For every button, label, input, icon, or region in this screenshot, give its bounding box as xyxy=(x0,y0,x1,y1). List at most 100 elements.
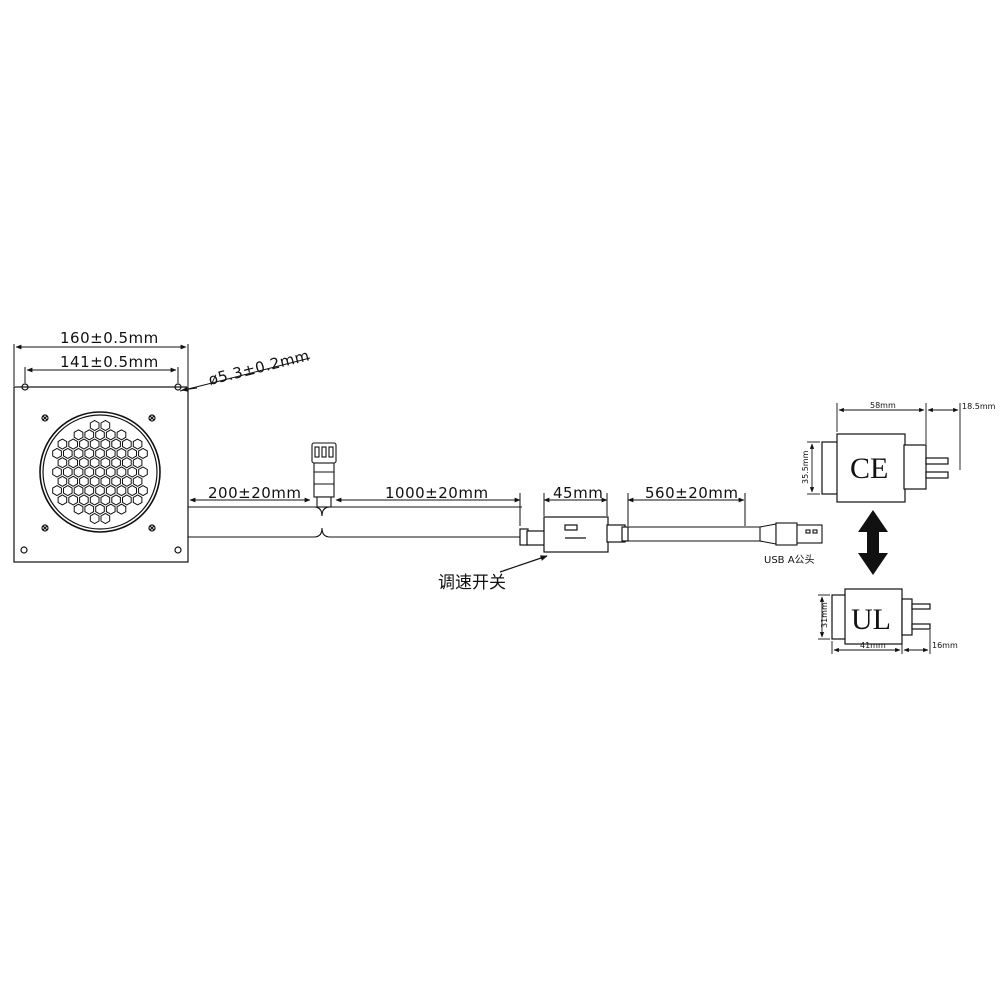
mount-hole-icon xyxy=(174,546,182,554)
grille-cell xyxy=(111,457,121,469)
grille-cell xyxy=(105,503,116,515)
grille-cell xyxy=(105,447,116,459)
grille-cell xyxy=(105,466,116,478)
fan-hole-diameter-label: ø5.3±0.2mm xyxy=(207,346,312,389)
ul-adapter-dimensions xyxy=(818,594,931,654)
grille-cell xyxy=(122,438,132,450)
grille-cell xyxy=(138,485,148,497)
speed-switch-icon xyxy=(499,516,629,573)
grille-cell xyxy=(100,494,111,506)
grille-cell xyxy=(105,485,116,497)
swap-arrow-icon xyxy=(858,510,888,575)
grille-cell xyxy=(57,438,68,450)
grille-cell xyxy=(52,447,62,459)
grille-cell xyxy=(68,475,78,487)
usb-label: USB A公头 xyxy=(764,554,815,566)
grille-cell xyxy=(57,494,68,506)
ce-width-label: 58mm xyxy=(870,401,896,410)
grille-cell xyxy=(89,512,100,525)
grille-cell xyxy=(68,438,78,450)
grille-cell xyxy=(100,438,111,450)
mount-hole-icon xyxy=(174,383,182,391)
grille-cell xyxy=(138,447,148,459)
grille-cell xyxy=(111,494,121,506)
switch-length-label: 45mm xyxy=(553,484,603,502)
mount-hole-icon xyxy=(21,383,29,391)
grille-cell xyxy=(122,457,132,469)
grille-cell xyxy=(79,438,89,450)
ce-adapter-icon xyxy=(821,433,949,503)
grille-cell xyxy=(116,429,127,441)
grille-cell xyxy=(132,475,143,487)
grille-cell xyxy=(116,466,127,478)
ul-pin-label: 16mm xyxy=(932,641,958,650)
grille-cell xyxy=(100,457,111,469)
grille-cell xyxy=(89,457,100,469)
grille-cell xyxy=(73,447,84,459)
grille-cell xyxy=(122,475,132,487)
grille-cell xyxy=(84,447,95,459)
grille-cell xyxy=(63,485,73,497)
ce-height-label: 35.5mm xyxy=(801,450,810,484)
cable xyxy=(188,506,760,542)
mount-hole-icon xyxy=(20,546,28,554)
grille-cell xyxy=(57,475,68,487)
grille-cell xyxy=(63,447,73,459)
grille-cell xyxy=(79,457,89,469)
fan-grille-rim xyxy=(39,411,161,533)
fan-hole-pitch-label: 141±0.5mm xyxy=(60,353,159,371)
grille-cell xyxy=(52,466,62,478)
grille-cell xyxy=(89,438,100,450)
grille-cell xyxy=(89,475,100,487)
grille-cell xyxy=(79,494,89,506)
grille-cell xyxy=(111,475,121,487)
speed-switch-label: 调速开关 xyxy=(438,573,506,593)
grille-cell xyxy=(105,429,116,441)
grille-cell xyxy=(84,429,95,441)
ul-width-label: 41mm xyxy=(860,641,886,650)
ul-mark: UL xyxy=(851,603,891,636)
grille-cell xyxy=(132,457,143,469)
ce-adapter-dimensions xyxy=(807,403,961,495)
grille-cell xyxy=(116,503,127,515)
grille-cell xyxy=(100,512,111,525)
ce-mark: CE xyxy=(850,452,888,485)
usb-plug-icon xyxy=(759,522,823,546)
fan-unit xyxy=(13,383,189,563)
ul-height-label: 31mm xyxy=(820,602,829,628)
grille-cell xyxy=(95,503,105,515)
grille-cell xyxy=(73,429,84,441)
ul-adapter-icon xyxy=(831,588,931,645)
grille-cell xyxy=(84,485,95,497)
grille-cell xyxy=(127,466,137,478)
grille-cell xyxy=(95,429,105,441)
grille-cell xyxy=(132,494,143,506)
fan-outer-width-label: 160±0.5mm xyxy=(60,329,159,347)
grille-cell xyxy=(138,466,148,478)
honeycomb-grille-icon xyxy=(52,419,148,525)
grille-cell xyxy=(111,438,121,450)
grille-cell xyxy=(57,457,68,469)
grille-cell xyxy=(100,475,111,487)
grille-cell xyxy=(73,466,84,478)
main-lead-length-label: 1000±20mm xyxy=(385,484,489,502)
grille-cell xyxy=(84,503,95,515)
grille-cell xyxy=(127,447,137,459)
screw-icon xyxy=(41,414,156,532)
grille-cell xyxy=(95,466,105,478)
cable-dimensions xyxy=(189,493,746,526)
grille-cell xyxy=(95,485,105,497)
fan-dimensions xyxy=(13,344,311,392)
grille-cell xyxy=(127,485,137,497)
fan-lead-length-label: 200±20mm xyxy=(208,484,302,502)
grille-cell xyxy=(116,485,127,497)
ce-pin-label: 18.5mm xyxy=(962,402,996,411)
grille-cell xyxy=(122,494,132,506)
grille-cell xyxy=(84,466,95,478)
grille-cell xyxy=(100,419,111,432)
grille-cell xyxy=(68,457,78,469)
grille-cell xyxy=(116,447,127,459)
usb-lead-length-label: 560±20mm xyxy=(645,484,739,502)
grille-cell xyxy=(63,466,73,478)
